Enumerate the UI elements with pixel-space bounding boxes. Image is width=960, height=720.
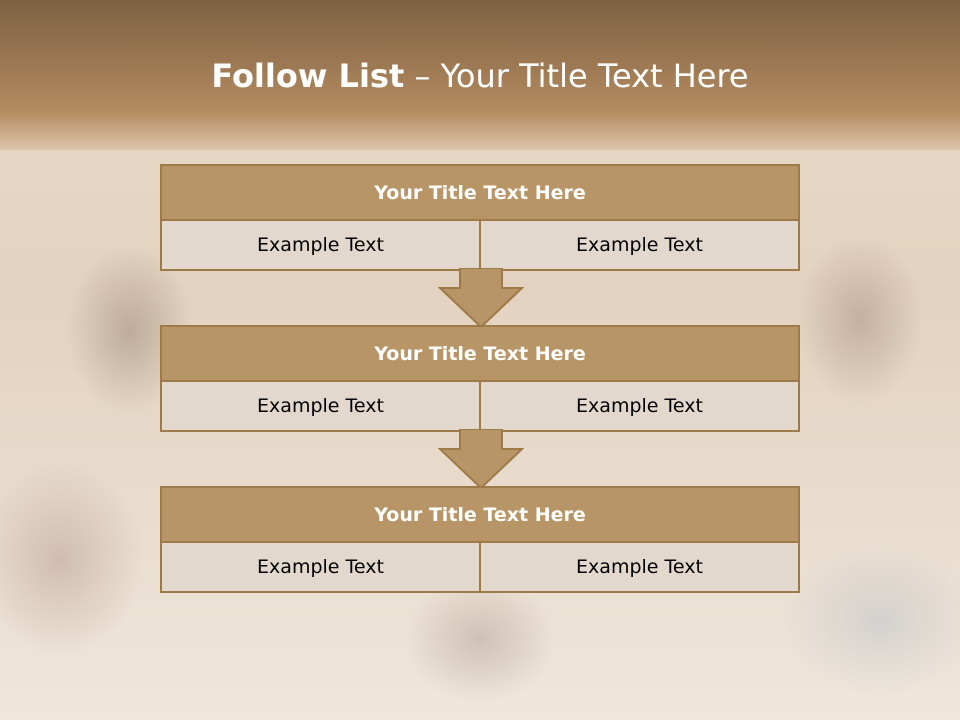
block-cells: Example Text Example Text: [160, 382, 800, 432]
block-title: Your Title Text Here: [160, 486, 800, 543]
block-cell-left: Example Text: [160, 221, 479, 271]
block-cells: Example Text Example Text: [160, 221, 800, 271]
block-title: Your Title Text Here: [160, 164, 800, 221]
down-arrow-icon: [438, 429, 524, 489]
header-band: [0, 0, 960, 150]
down-arrow-icon: [438, 268, 524, 328]
list-block-3: Your Title Text Here Example Text Exampl…: [160, 486, 800, 593]
block-cells: Example Text Example Text: [160, 543, 800, 593]
block-cell-left: Example Text: [160, 543, 479, 593]
title-rest: – Your Title Text Here: [414, 57, 749, 95]
list-block-2: Your Title Text Here Example Text Exampl…: [160, 325, 800, 432]
block-title: Your Title Text Here: [160, 325, 800, 382]
block-cell-right: Example Text: [479, 382, 800, 432]
block-cell-right: Example Text: [479, 543, 800, 593]
block-cell-right: Example Text: [479, 221, 800, 271]
slide-title: Follow List – Your Title Text Here: [0, 52, 960, 100]
title-bold: Follow List: [211, 57, 405, 95]
list-block-1: Your Title Text Here Example Text Exampl…: [160, 164, 800, 271]
block-cell-left: Example Text: [160, 382, 479, 432]
